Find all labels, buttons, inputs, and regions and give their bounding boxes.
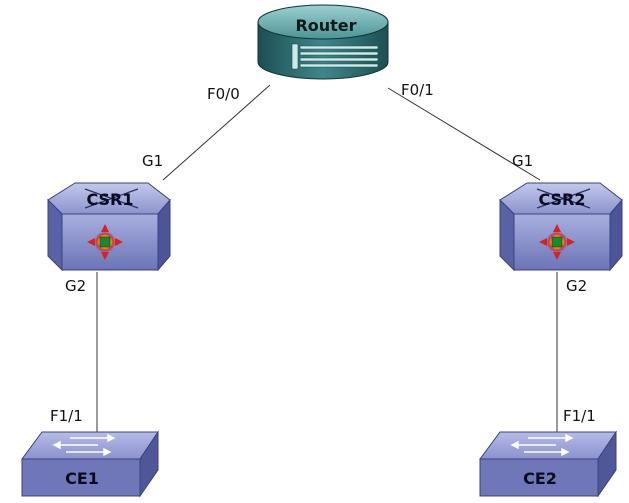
ce1-name: CE1 [65, 469, 99, 488]
router-name: Router [295, 16, 356, 35]
ce1-icon[interactable]: CE1 [21, 430, 159, 498]
csr2-name: CSR2 [538, 190, 585, 209]
ce2-name: CE2 [523, 469, 557, 488]
router-icon[interactable]: Router [257, 4, 389, 80]
port-label-ce1-f11: F1/1 [50, 407, 83, 425]
port-label-ce2-f11: F1/1 [563, 407, 596, 425]
csr2-icon[interactable]: CSR2 [499, 182, 623, 272]
csr1-symbol-icon [87, 224, 123, 260]
port-label-router-f01: F0/1 [401, 81, 434, 99]
port-label-csr2-g1: G1 [512, 152, 533, 170]
port-label-csr1-g1: G1 [142, 152, 163, 170]
port-label-router-f00: F0/0 [207, 85, 240, 103]
port-label-csr2-g2: G2 [566, 277, 587, 295]
port-labels: F0/0 F0/1 G1 G1 G2 G2 F1/1 F1/1 [50, 81, 596, 425]
link-router-csr1 [162, 84, 271, 181]
csr1-name: CSR1 [86, 190, 133, 209]
csr1-icon[interactable]: CSR1 [47, 182, 171, 272]
csr2-symbol-icon [539, 224, 575, 260]
links [96, 84, 558, 432]
link-router-csr2 [387, 87, 541, 181]
ce2-icon[interactable]: CE2 [479, 430, 617, 498]
port-label-csr1-g2: G2 [65, 277, 86, 295]
